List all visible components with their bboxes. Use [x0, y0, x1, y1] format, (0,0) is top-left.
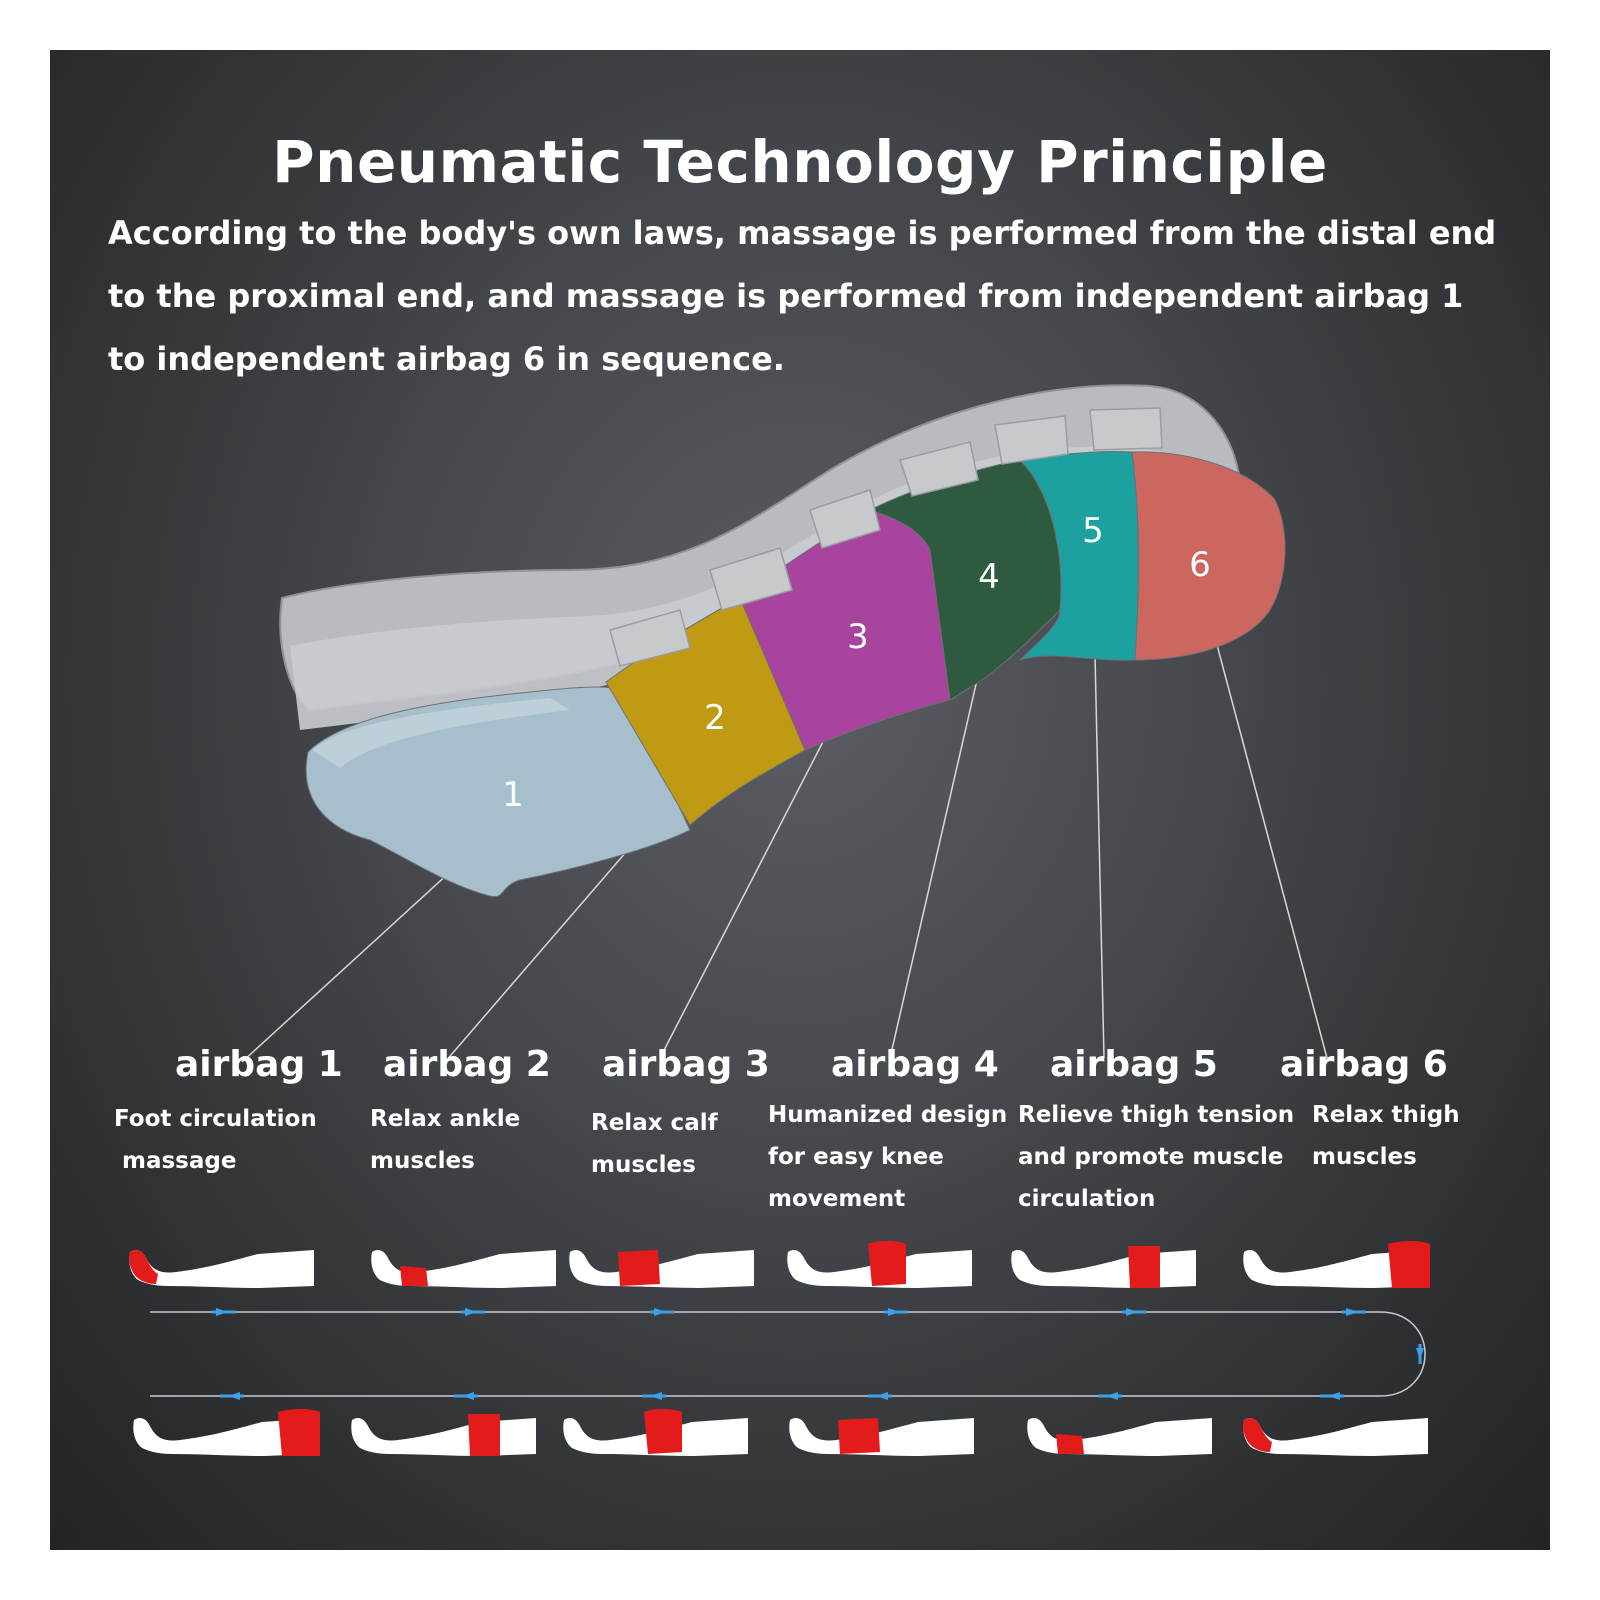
airbag-6-label: airbag 6: [1280, 1044, 1448, 1085]
segment-1-foot: [305, 686, 691, 898]
airbag-4-label: airbag 4: [831, 1044, 999, 1085]
leg-silhouette: [789, 1418, 974, 1456]
flow-arrow-bottom-1: [1320, 1392, 1344, 1400]
highlight-zone-airbag-4: [868, 1241, 906, 1286]
flow-arrow-top-1: [212, 1308, 236, 1316]
flow-arrow-top-4: [884, 1308, 908, 1316]
segment-numbers: 1 2 3 4 5 6: [502, 511, 1211, 815]
segment-1-cuff: [312, 698, 570, 768]
segment-number-1: 1: [502, 775, 524, 815]
flow-arrow-bottom-4: [642, 1392, 666, 1400]
leg-step-bottom-5: [1027, 1418, 1212, 1456]
flow-arrow-bottom-5: [454, 1392, 478, 1400]
segment-number-4: 4: [978, 557, 1000, 597]
flow-arrow-bottom-3: [868, 1392, 892, 1400]
segment-5-lower-thigh: [1018, 450, 1139, 661]
highlight-zone-airbag-3: [618, 1250, 660, 1286]
leg-silhouette: [129, 1250, 314, 1288]
airbag-5-label: airbag 5: [1050, 1044, 1218, 1085]
leg-silhouette: [569, 1250, 754, 1288]
leg-step-top-4: [787, 1241, 972, 1288]
highlight-zone-airbag-2: [400, 1266, 428, 1286]
highlight-zone-airbag-3: [838, 1418, 880, 1454]
flow-arrow-top-2: [461, 1308, 485, 1316]
segment-number-3: 3: [847, 617, 869, 657]
highlight-zone-airbag-4: [644, 1409, 682, 1454]
airbag-3-description: Relax calf muscles: [591, 1110, 718, 1178]
diagram-panel: 1 2 3 4 5 6 Pneumatic Technology Princip…: [50, 50, 1550, 1550]
highlight-zone-airbag-1: [129, 1250, 158, 1284]
device-top-blocks: [609, 407, 1163, 667]
leg-step-top-2: [371, 1250, 556, 1288]
highlight-zone-airbag-5: [468, 1414, 500, 1456]
segment-number-6: 6: [1189, 545, 1211, 585]
flow-arrow-top-5: [1122, 1308, 1146, 1316]
segment-number-5: 5: [1082, 511, 1104, 551]
flow-arrow-bottom-6: [220, 1392, 244, 1400]
leg-step-top-1: [129, 1250, 314, 1288]
leg-silhouette: [133, 1418, 318, 1456]
highlight-zone-airbag-6: [278, 1409, 320, 1456]
leg-step-bottom-3: [563, 1409, 748, 1456]
sequence-flow: [129, 1241, 1430, 1456]
airbag-4-description: Humanized design for easy knee movement: [768, 1102, 1008, 1212]
diagram-artwork: 1 2 3 4 5 6: [129, 384, 1430, 1456]
airbag-1-description: Foot circulation massage: [114, 1106, 317, 1174]
leg-silhouette: [351, 1418, 536, 1456]
flow-arrow-top-3: [650, 1308, 674, 1316]
airbag-3-label: airbag 3: [602, 1044, 770, 1085]
airbag-6-description: Relax thigh muscles: [1312, 1102, 1460, 1170]
leg-silhouette: [1243, 1418, 1428, 1456]
flow-arrow-top-6: [1342, 1308, 1366, 1316]
highlight-zone-airbag-2: [1056, 1434, 1084, 1454]
leg-step-top-6: [1243, 1241, 1430, 1288]
segment-6-upper-thigh: [1131, 451, 1286, 661]
highlight-zone-airbag-6: [1388, 1241, 1430, 1288]
page-title: Pneumatic Technology Principle: [272, 128, 1328, 196]
flow-track: [150, 1311, 1426, 1397]
leg-silhouette: [1011, 1250, 1196, 1288]
principle-description: According to the body's own laws, massag…: [108, 214, 1497, 378]
leg-step-bottom-2: [351, 1414, 536, 1456]
leg-step-bottom-1: [133, 1409, 320, 1456]
highlight-zone-airbag-1: [1243, 1418, 1272, 1452]
leg-silhouette: [1027, 1418, 1212, 1456]
highlight-zone-airbag-5: [1128, 1246, 1160, 1288]
airbag-2-description: Relax ankle muscles: [370, 1106, 521, 1174]
leg-step-bottom-4: [789, 1418, 974, 1456]
flow-arrow-bottom-2: [1098, 1392, 1122, 1400]
leg-step-top-3: [569, 1250, 754, 1288]
flow-arrow-turn: [1416, 1344, 1424, 1364]
pointer-line-6: [1203, 595, 1328, 1059]
airbag-2-label: airbag 2: [383, 1044, 551, 1085]
segment-number-2: 2: [704, 698, 726, 738]
leg-wrap-device: [279, 384, 1286, 898]
leg-step-bottom-6: [1243, 1418, 1428, 1456]
leg-silhouette: [1243, 1250, 1428, 1288]
airbag-5-description: Relieve thigh tension and promote muscle…: [1018, 1102, 1295, 1212]
airbag-1-label: airbag 1: [175, 1044, 343, 1085]
leg-step-top-5: [1011, 1246, 1196, 1288]
leg-silhouette: [371, 1250, 556, 1288]
